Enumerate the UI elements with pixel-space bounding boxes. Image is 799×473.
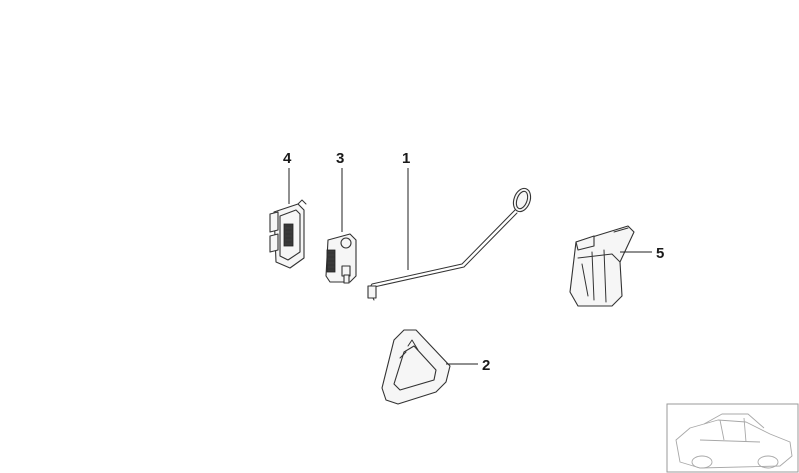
callout-3[interactable]: 3 <box>336 150 344 167</box>
part-4-bracket-clip[interactable] <box>269 199 307 269</box>
callout-5[interactable]: 5 <box>656 245 664 262</box>
car-outline-icon <box>666 403 799 473</box>
callout-1[interactable]: 1 <box>402 150 410 167</box>
part-1-release-rod[interactable] <box>367 186 534 301</box>
part-2-handle[interactable] <box>381 329 451 405</box>
part-5-cover-panel[interactable] <box>569 225 635 307</box>
callout-2[interactable]: 2 <box>482 357 490 374</box>
callout-4[interactable]: 4 <box>283 150 292 167</box>
part-3-latch-pin[interactable] <box>325 233 357 284</box>
